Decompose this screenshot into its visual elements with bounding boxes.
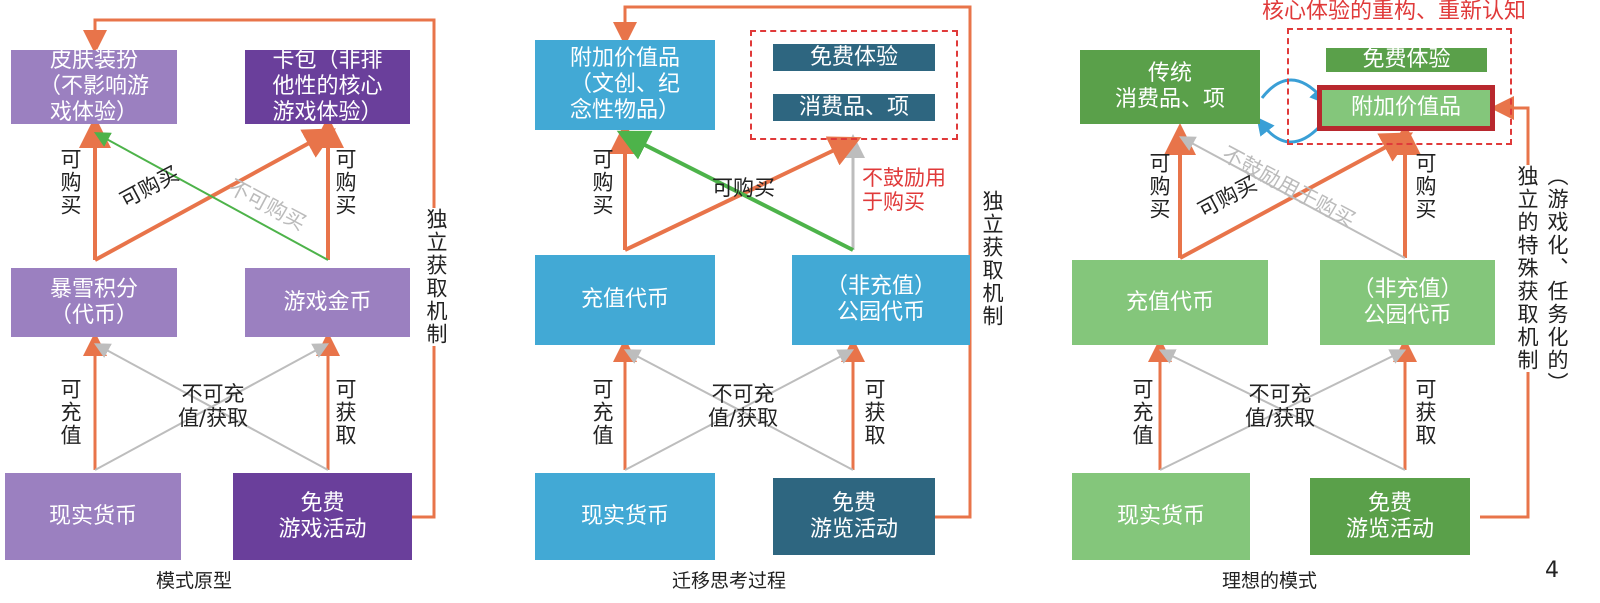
consumables-label: 消费品、项 [798,94,909,120]
money-label: 现实货币 [48,503,137,529]
buy-left-label: 可购买 [590,148,614,217]
park-token-line: （非充值） [1352,276,1463,302]
cardpack-line: 他性的核心 [272,74,383,99]
free-exp-label: 免费体验 [809,44,898,70]
not-recharge-line: 不可充 [181,382,245,406]
token-box: 充值代币 [1072,260,1268,345]
free-line: 游览活动 [1345,516,1434,542]
free-activity-box: 免费 游戏活动 [233,473,412,560]
free-line: 免费 [300,490,345,516]
independent-label: 独立的特殊获取机制 [1515,165,1539,372]
free-exp-label: 免费体验 [1362,47,1451,72]
cardpack-line: 卡包（非排 [272,48,383,73]
buy-left-label: 可购买 [58,148,82,217]
not-recharge-label: 不可充 值/获取 [178,382,248,430]
buy-right-label: 可购买 [1413,152,1437,221]
obtain-label: 可获取 [1413,378,1437,447]
points-line: （代币） [49,302,138,328]
free-line: 游戏活动 [278,516,367,542]
free-exp-box: 免费体验 [773,44,935,71]
not-recharge-line: 不可充 [711,382,775,406]
skin-box: 皮肤装扮 （不影响游 戏体验） [11,48,177,125]
consumables-box: 消费品、项 [773,94,935,121]
cardpack-line: 游戏体验） [272,100,383,125]
obtain-label: 可获取 [862,378,886,447]
traditional-line: 传统 [1147,61,1192,86]
independent-label: 独立获取机制 [980,190,1004,328]
panel3-arrows [1148,78,1530,519]
not-recharge-label: 不可充 值/获取 [1245,382,1315,430]
discourage-line: 不鼓励用 [862,166,946,190]
recharge-label: 可充值 [590,378,614,447]
recharge-label: 可充值 [1130,378,1154,447]
buy-diag-label: 可购买 [712,176,775,200]
not-recharge-line: 值/获取 [708,406,779,430]
addon-box: 附加价值品 [1317,85,1495,131]
dashed-group [1287,28,1512,145]
money-label: 现实货币 [1116,503,1205,529]
free-line: 游览活动 [809,516,898,542]
addon-label: 附加价值品 [1350,95,1461,120]
gold-label: 游戏金币 [283,289,372,315]
obtain-label: 可获取 [333,378,357,447]
free-line: 免费 [1367,490,1412,516]
not-recharge-label: 不可充 值/获取 [708,382,778,430]
panel1-caption: 模式原型 [156,570,233,592]
park-token-line: 公园代币 [1363,302,1452,328]
discourage-label: 不鼓励用 于购买 [862,166,946,214]
panel2-arrows [609,5,972,519]
buy-left-label: 可购买 [1147,152,1171,221]
cycle-arrow-bottom [1256,116,1324,144]
skin-line: 戏体验） [49,100,138,125]
addon-line: 念性物品） [569,98,680,123]
dashed-group [750,30,958,140]
skin-line: （不影响游 [38,74,149,99]
buy-right-label: 可购买 [333,148,357,217]
park-token-line: 公园代币 [836,300,925,325]
recharge-label: 可充值 [58,378,82,447]
not-recharge-line: 不可充 [1248,382,1312,406]
addon-line: （文创、纪 [569,72,680,97]
free-exp-box: 免费体验 [1326,47,1487,72]
panel3-caption: 理想的模式 [1222,570,1318,592]
token-box: 充值代币 [535,255,715,345]
money-label: 现实货币 [580,503,669,529]
park-token-box: （非充值） 公园代币 [1320,260,1495,345]
money-box: 现实货币 [5,473,181,560]
free-tour-box: 免费 游览活动 [773,478,935,555]
gamified-label: （游戏化、任务化的） [1545,165,1569,395]
money-box: 现实货币 [1072,473,1250,560]
token-label: 充值代币 [580,287,669,312]
money-box: 现实货币 [535,473,715,560]
panel1-arrows [79,18,436,519]
park-token-line: （非充值） [825,274,936,299]
points-box: 暴雪积分 （代币） [11,268,177,337]
discourage-line: 于购买 [862,190,925,214]
cardpack-box: 卡包（非排 他性的核心 游戏体验） [245,48,410,125]
not-recharge-line: 值/获取 [178,406,249,430]
traditional-line: 消费品、项 [1114,87,1225,112]
park-token-box: （非充值） 公园代币 [792,255,970,345]
gold-box: 游戏金币 [245,268,410,337]
not-recharge-line: 值/获取 [1245,406,1316,430]
traditional-box: 传统 消费品、项 [1080,50,1260,124]
free-line: 免费 [831,490,876,516]
addon-line: 附加价值品 [569,46,680,71]
cycle-arrow-top [1260,78,1328,105]
points-line: 暴雪积分 [49,276,138,302]
core-title: 核心体验的重构、重新认知 [1262,0,1527,24]
panel2-caption: 迁移思考过程 [672,570,787,592]
skin-line: 皮肤装扮 [49,48,138,73]
addon-box: 附加价值品 （文创、纪 念性物品） [535,40,715,130]
page-number: 4 [1545,558,1559,583]
token-label: 充值代币 [1125,289,1214,315]
independent-label: 独立获取机制 [424,208,448,346]
free-tour-box: 免费 游览活动 [1310,478,1470,555]
